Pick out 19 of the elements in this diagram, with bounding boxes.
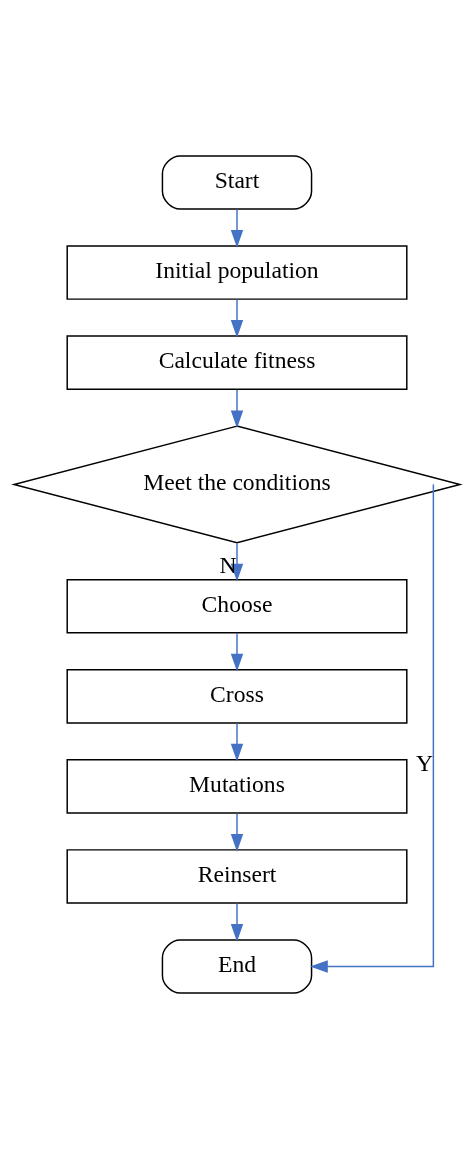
node-box: Initial population [66, 245, 408, 300]
node-box: Cross [66, 669, 408, 724]
edge-label: Y [415, 749, 434, 776]
node-box: Reinsert [66, 849, 408, 904]
node-box: Start [161, 155, 313, 210]
node-box: Mutations [66, 759, 408, 814]
arrow [230, 812, 244, 852]
node-box: End [161, 939, 313, 994]
arrow [310, 483, 435, 973]
arrow [230, 632, 244, 672]
arrow [230, 208, 244, 248]
node-box: Choose [66, 578, 408, 634]
edge-label: N [219, 551, 237, 578]
node-box: Calculate fitness [66, 335, 408, 390]
arrow [230, 902, 244, 942]
arrow [230, 722, 244, 762]
arrow [230, 388, 244, 429]
node-diamond: Meet the conditions [11, 425, 463, 544]
arrow [230, 298, 244, 338]
